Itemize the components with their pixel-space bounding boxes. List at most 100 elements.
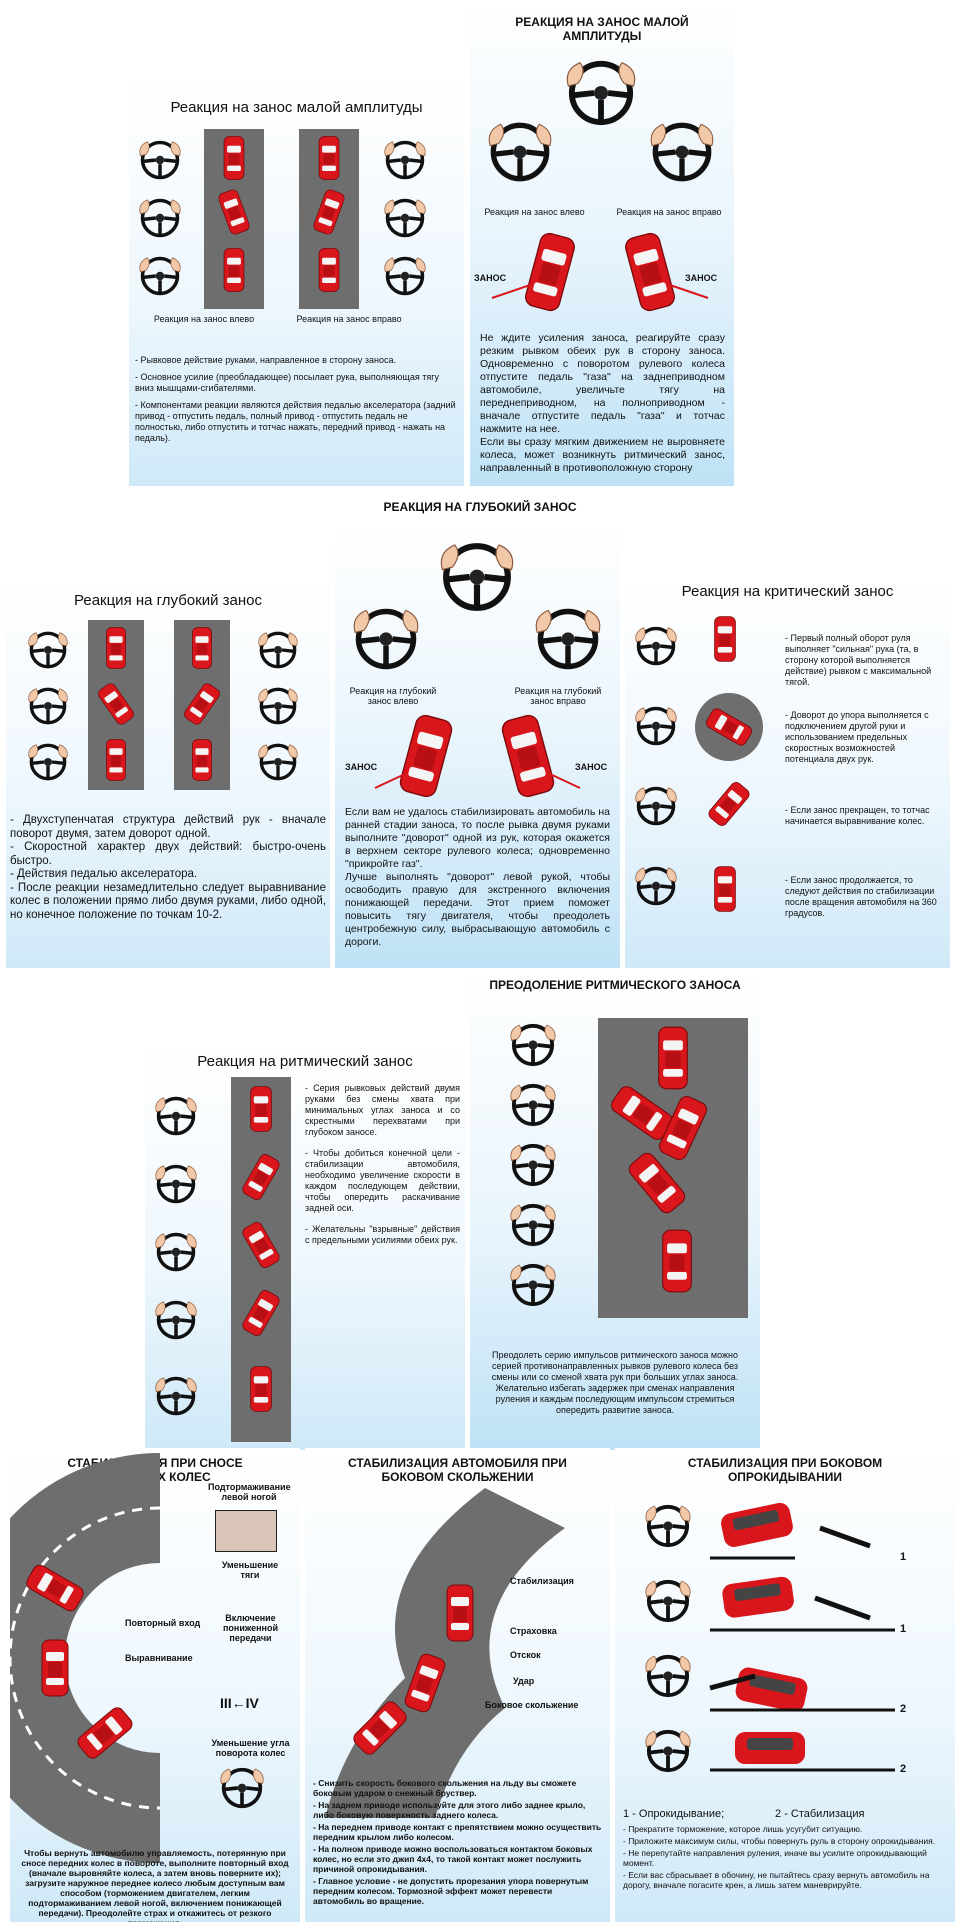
text-item: - Приложите максимум силы, чтобы поверну… [623,1836,936,1846]
heading-deep-skid: РЕАКЦИЯ НА ГЛУБОКИЙ ЗАНОС [383,500,577,514]
text-item: - На полном приводе можно воспользоватьс… [313,1844,593,1874]
panel-text: Чтобы вернуть автомобилю управляемость, … [21,1848,289,1922]
case-number: 2 [900,1703,907,1715]
car-icon [250,1086,272,1132]
panel-text: Не ждите усиления заноса, реагируйте сра… [480,332,725,474]
gear-shift: III←IV [220,1695,259,1711]
text-item: - Главное условие - не допустить прореза… [313,1876,589,1906]
car-icon [96,681,136,727]
car-icon [402,1651,448,1715]
text-item: - Первый полный оборот руля выполняет "с… [785,633,932,687]
steering-wheel-icon [635,706,677,746]
car-icon [706,779,752,829]
label-right: Реакция на глубокий занос вправо [514,686,602,706]
panel-title: РЕАКЦИЯ НА ЗАНОС МАЛОЙ АМПЛИТУДЫ [515,15,689,43]
car-icon [658,1026,688,1090]
label-right: Реакция на занос вправо [616,207,722,217]
steering-wheel-icon [258,631,298,669]
car-icon [192,627,212,669]
label-insure: Страховка [510,1626,557,1636]
label-gear: Включение пониженной передачи [222,1613,279,1643]
rollover-cars [709,1502,895,1772]
steering-wheel-icon [139,256,181,296]
panel-title: СТАБИЛИЗАЦИЯ ПРИ БОКОВОМ ОПРОКИДЫВАНИИ [687,1456,883,1484]
zanos-label: ЗАНОС [345,762,378,772]
panel-title: СТАБИЛИЗАЦИЯ АВТОМОБИЛЯ ПРИ БОКОВОМ СКОЛ… [348,1456,567,1484]
car-icon [240,1152,282,1202]
panel-title: Реакция на критический занос [681,583,894,600]
car-icon [318,248,340,292]
text-item: - Серия рывковых действий двумя руками б… [305,1083,460,1137]
car-icon [74,1704,136,1762]
panel-small-skid-right: РЕАКЦИЯ НА ЗАНОС МАЛОЙ АМПЛИТУДЫ Реакция… [470,0,734,486]
car-icon [182,681,222,727]
steering-wheel-icon [155,1232,197,1272]
pedals [215,1510,277,1552]
text-item: - Если занос прекращен, то тотчас начина… [785,805,930,826]
label-slide: Боковое скольжение [485,1700,579,1710]
text-item: - Если занос продолжается, то следуют де… [785,875,937,918]
text-item: - После реакции незамедлительно следует … [10,881,326,921]
panel-text: - Прекратите торможение, которое лишь ус… [623,1824,948,1890]
label-left: Реакция на глубокий занос влево [349,686,437,706]
label-thrust: Уменьшение тяги [221,1560,279,1580]
car-icon [106,739,126,781]
panel-side-slide: СТАБИЛИЗАЦИЯ АВТОМОБИЛЯ ПРИ БОКОВОМ СКОЛ… [305,1448,610,1922]
car-icon [714,616,736,662]
panel-title: Реакция на глубокий занос [74,592,262,609]
case-number: 1 [900,1623,907,1635]
text-item: - Двухступенчатая структура действий рук… [10,814,326,840]
panel-text: - Рывковое действие руками, направленное… [135,355,457,450]
steering-wheel-icon [635,866,677,906]
panel-text: Если вам не удалось стабилизировать авто… [345,806,610,948]
curved-road [10,1453,162,1863]
legend-2: 2 - Стабилизация [775,1808,865,1820]
text-item: - Основное усилие (преобладающее) посыла… [135,372,439,393]
text-item: - Чтобы добиться конечной цели - стабили… [305,1148,460,1213]
text-item: - На заднем приводе используйте для этог… [313,1800,586,1820]
steering-wheel-icon [28,743,68,781]
steering-wheel-icon [510,1143,556,1187]
text-item: - Прекратите торможение, которое лишь ус… [623,1824,863,1834]
text-item: - На переднем приводе контакт с препятст… [313,1822,602,1842]
car-icon [216,187,252,237]
text-item: - Желательны "взрывные" действия с преде… [305,1224,460,1245]
steering-wheel-icon [510,1023,556,1067]
steering-wheel-icon [258,743,298,781]
steering-wheel-icon [384,256,426,296]
steering-wheel-icon [510,1203,556,1247]
car-icon [240,1220,282,1270]
arrow-icon [491,284,709,299]
steering-wheel-icon [28,687,68,725]
label-left: Реакция на занос влево [153,314,255,324]
label-repeat: Повторный вход [125,1618,201,1628]
panel-side-rollover: СТАБИЛИЗАЦИЯ ПРИ БОКОВОМ ОПРОКИДЫВАНИИ 1… [615,1448,955,1922]
zanos-label: ЗАНОС [685,273,718,283]
text-item: - Рывковое действие руками, направленное… [135,355,397,365]
text-item: - Действия педалью акселератора. [10,868,198,880]
car-icon [311,187,347,237]
steering-wheel-icon [155,1164,197,1204]
panel-front-slide: СТАБИЛИЗАЦИЯ ПРИ СНОСЕ ПЕРЕДНИХ КОЛЕС По… [10,1448,300,1922]
car-icon [704,706,754,748]
steering-wheel-icon [510,1263,556,1307]
panel-text: - Снизить скорость бокового скольжения н… [313,1778,603,1906]
case-number: 2 [900,1763,907,1775]
label-angle: Уменьшение угла поворота колес [211,1738,290,1758]
steering-wheel-icon [384,140,426,180]
steering-wheel-icon [258,687,298,725]
text-item: - Снизить скорость бокового скольжения н… [313,1778,577,1798]
case-number: 1 [900,1551,907,1563]
car-icon [192,739,212,781]
panel-critical-skid: Реакция на критический занос - Первый по… [625,575,950,968]
panel-rhythmic-skid: Реакция на ритмический занос - Серия рыв… [145,1045,465,1450]
steering-wheel-icon [155,1096,197,1136]
panel-small-skid-left: Реакция на занос малой амплитуды Реакция… [129,77,464,486]
steering-wheel-icon [384,198,426,238]
car-icon [608,1083,676,1143]
steering-wheel-icon [635,626,677,666]
steering-wheel-icon [510,1083,556,1127]
steering-wheel-icon [220,1767,264,1809]
car-icon [106,627,126,669]
steering-wheel-icon [139,198,181,238]
